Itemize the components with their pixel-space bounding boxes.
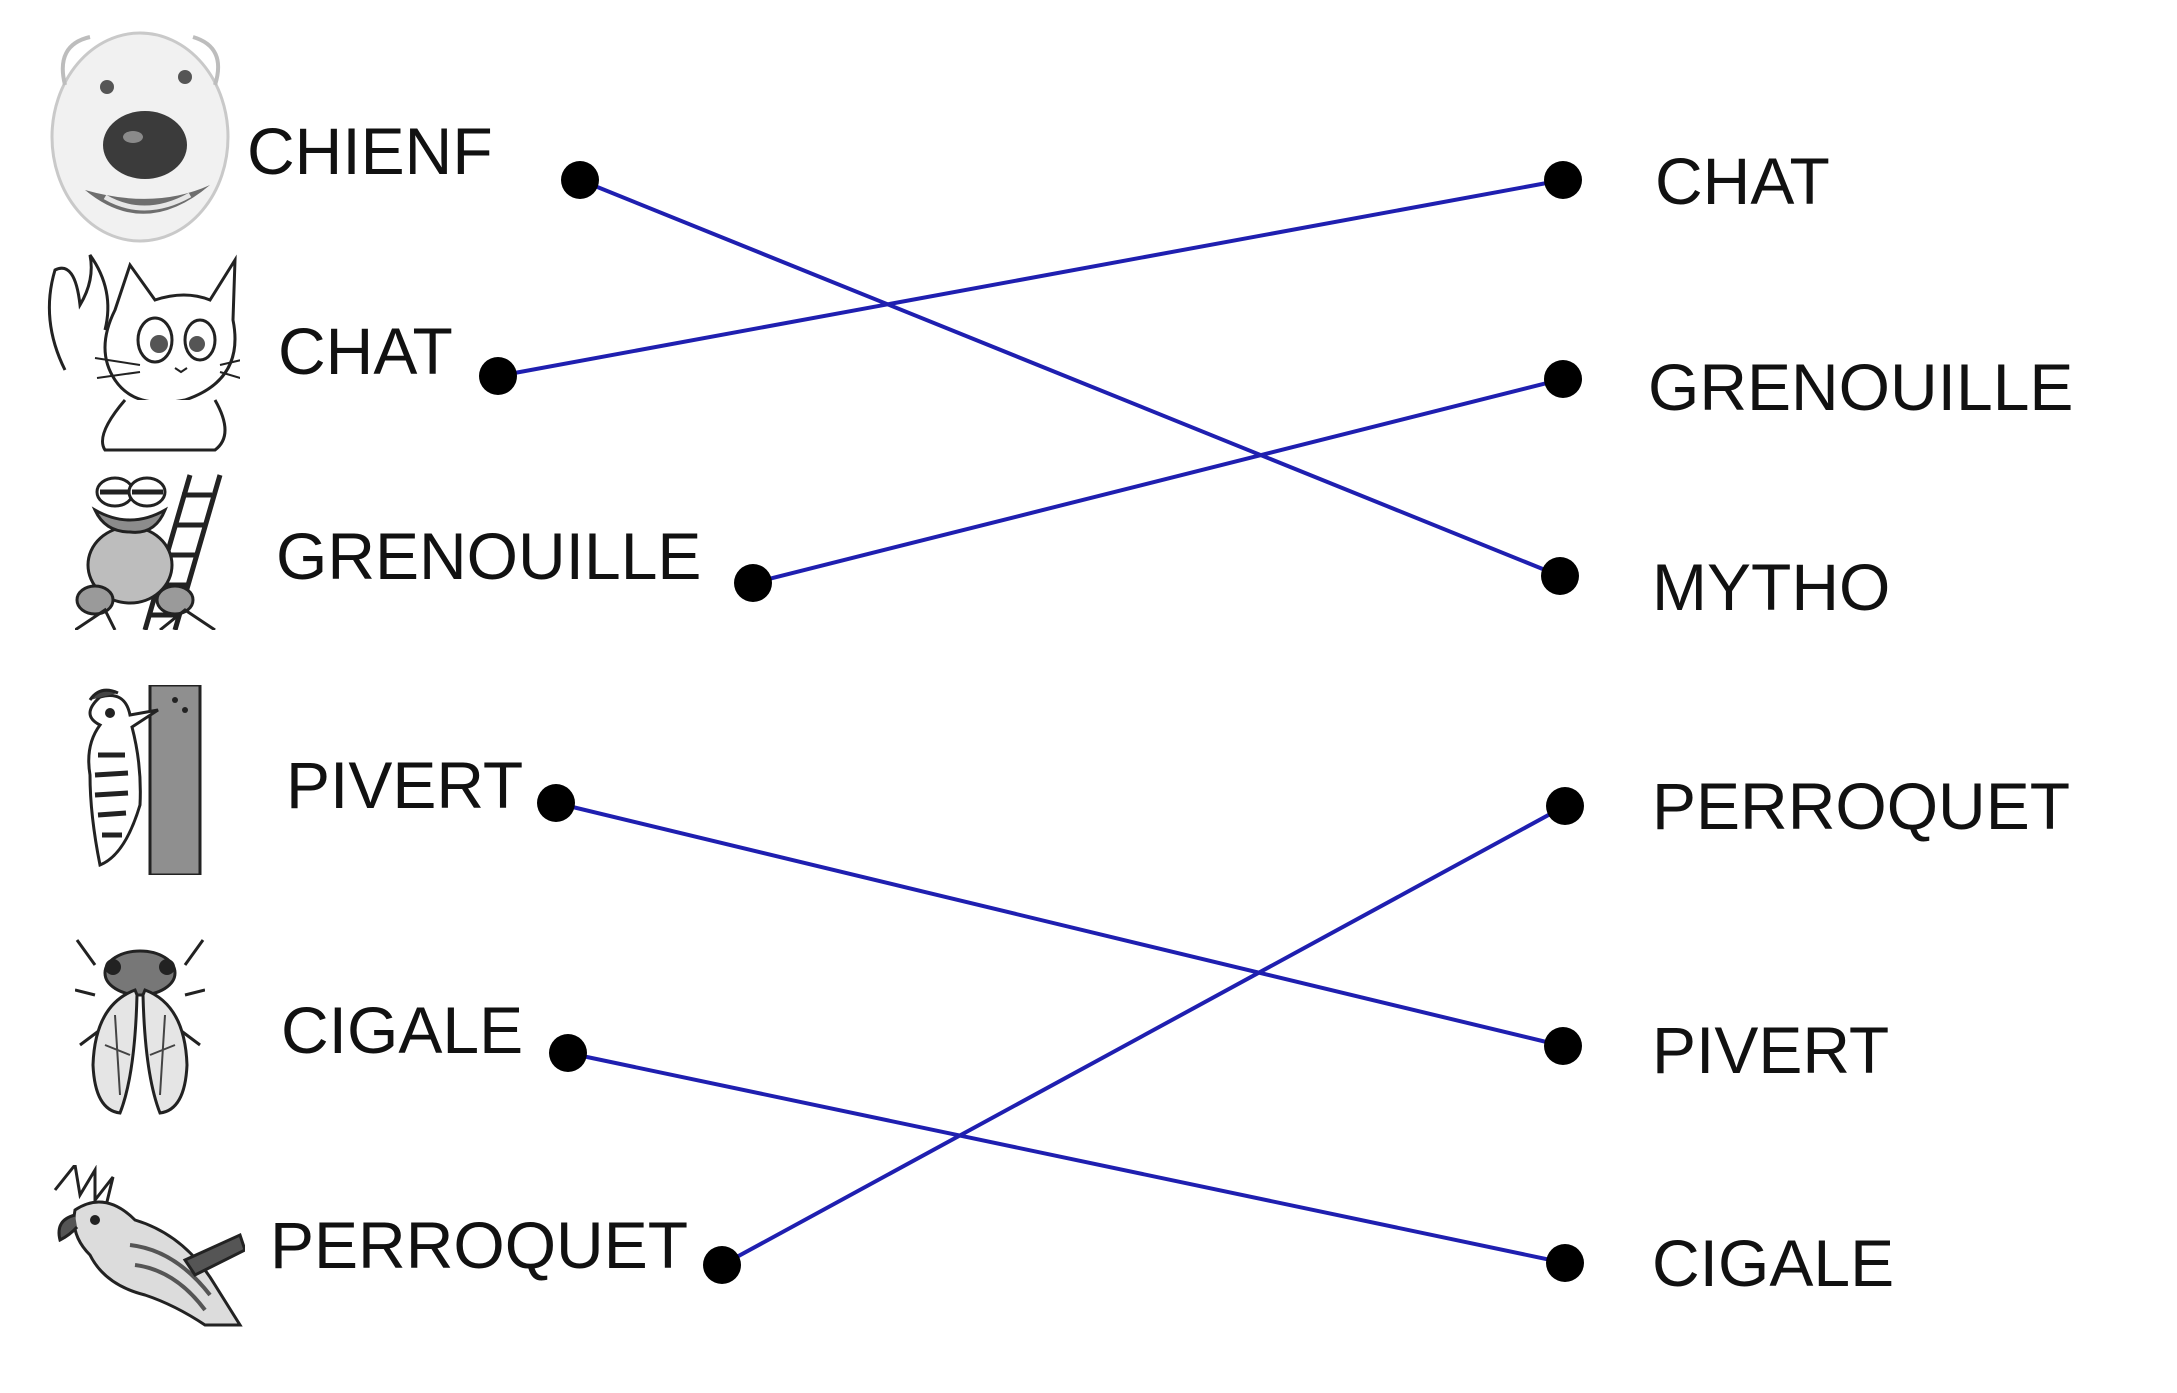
right-dot-grenouille[interactable]	[1544, 360, 1582, 398]
left-dot-cigale[interactable]	[549, 1034, 587, 1072]
left-dot-pivert[interactable]	[537, 784, 575, 822]
parrot-icon	[53, 1165, 245, 1327]
right-label-grenouille: GRENOUILLE	[1648, 350, 2074, 424]
connection-line-6	[721, 804, 1566, 1267]
right-label-perroquet: PERROQUET	[1652, 769, 2071, 843]
connection-line-3	[752, 377, 1564, 585]
left-label-pivert: PIVERT	[286, 748, 524, 822]
woodpecker-icon	[87, 685, 202, 875]
cicada-icon	[75, 939, 205, 1115]
dog-icon	[50, 31, 230, 243]
connection-line-5	[567, 1051, 1566, 1265]
left-label-chat: CHAT	[278, 314, 453, 388]
connection-line-4	[555, 801, 1564, 1048]
left-dot-chat[interactable]	[479, 357, 517, 395]
left-dot-chien[interactable]	[561, 161, 599, 199]
right-label-mytho: MYTHO	[1652, 550, 1891, 624]
right-dot-pivert[interactable]	[1544, 1027, 1582, 1065]
left-label-cigale: CIGALE	[281, 993, 524, 1067]
right-dot-perroquet[interactable]	[1546, 787, 1584, 825]
right-dot-cigale[interactable]	[1546, 1244, 1584, 1282]
right-label-cigale: CIGALE	[1652, 1226, 1895, 1300]
left-label-perroquet: PERROQUET	[270, 1208, 689, 1282]
right-label-pivert: PIVERT	[1652, 1013, 1890, 1087]
connection-line-1	[579, 178, 1561, 578]
right-dot-mytho[interactable]	[1541, 557, 1579, 595]
left-label-grenouille: GRENOUILLE	[276, 519, 702, 593]
left-label-chien: CHIENF	[247, 114, 493, 188]
right-label-chat: CHAT	[1655, 144, 1830, 218]
right-dot-chat[interactable]	[1544, 161, 1582, 199]
connection-line-2	[497, 178, 1564, 378]
left-dot-grenouille[interactable]	[734, 564, 772, 602]
frog-icon	[75, 474, 223, 630]
cat-icon	[47, 254, 240, 452]
left-dot-perroquet[interactable]	[703, 1246, 741, 1284]
